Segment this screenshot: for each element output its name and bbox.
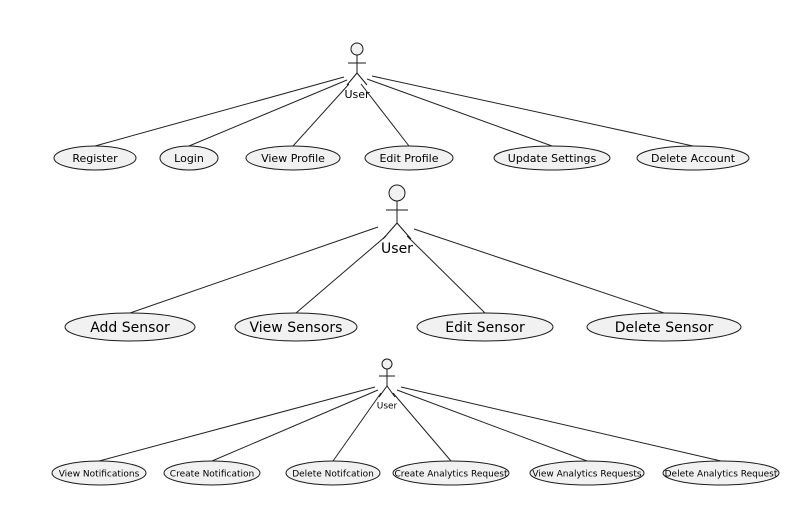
use-case-label: View Notifications: [59, 470, 140, 480]
use-case-ellipse: [245, 145, 341, 171]
use-case-label: Add Sensor: [90, 320, 170, 336]
use-case-label: Edit Profile: [379, 152, 438, 165]
use-case-delete-notifcation: Delete Notifcation: [285, 460, 381, 486]
use-case-delete-sensor: Delete Sensor: [586, 312, 742, 342]
actor-user: User: [381, 184, 413, 257]
use-case-ellipse: [364, 145, 454, 171]
use-case-view-notifications: View Notifications: [51, 460, 147, 486]
use-case-create-notification: Create Notification: [163, 460, 261, 486]
use-case-label: Delete Account: [651, 152, 736, 165]
association-line: [400, 386, 722, 462]
associations: [94, 75, 694, 147]
use-case-ellipse: [586, 312, 742, 342]
use-case-register: Register: [53, 145, 137, 171]
use-case-label: Create Notification: [170, 470, 254, 480]
use-case-login: Login: [159, 145, 219, 171]
actor-head: [381, 358, 393, 370]
use-case-ellipse: [51, 460, 147, 486]
use-case-ellipse: [234, 312, 358, 342]
use-case-ellipse: [64, 312, 196, 342]
association-line: [211, 389, 379, 462]
actor-right-leg: [396, 222, 412, 240]
use-case-edit-profile: Edit Profile: [364, 145, 454, 171]
associations: [98, 386, 722, 462]
use-case-delete-account: Delete Account: [636, 145, 750, 171]
use-case-delete-analytics-request: Delete Analytics Request: [662, 460, 780, 486]
association-line: [413, 228, 665, 314]
association-line: [188, 79, 348, 147]
use-case-label: Delete Analytics Request: [665, 470, 778, 480]
association-line: [406, 235, 486, 314]
use-case-label: Edit Sensor: [445, 320, 525, 336]
association-line: [360, 83, 410, 147]
use-case-view-profile: View Profile: [245, 145, 341, 171]
use-case-ellipse: [159, 145, 219, 171]
use-case-view-sensors: View Sensors: [234, 312, 358, 342]
association-line: [129, 226, 379, 314]
actor-left-leg: [346, 72, 358, 86]
actor-user: User: [344, 42, 370, 101]
use-case-label: Delete Sensor: [615, 320, 714, 336]
use-case-ellipse: [392, 460, 510, 486]
actor-head: [350, 42, 364, 56]
use-case-add-sensor: Add Sensor: [64, 312, 196, 342]
actor-right-leg: [356, 72, 368, 86]
actor-right-leg: [386, 385, 396, 398]
use-case-label: Register: [72, 152, 118, 165]
association-line: [392, 392, 452, 462]
association-line: [295, 235, 387, 314]
use-case-ellipse: [285, 460, 381, 486]
associations: [129, 226, 665, 314]
actor-label: User: [344, 88, 370, 101]
association-line: [371, 75, 694, 147]
association-line: [396, 389, 588, 462]
use-case-label: Login: [174, 152, 204, 165]
association-line: [94, 76, 345, 147]
use-case-ellipse: [163, 460, 261, 486]
association-line: [292, 83, 350, 147]
use-case-ellipse: [636, 145, 750, 171]
use-case-label: Update Settings: [508, 152, 597, 165]
use-case-ellipse: [529, 460, 645, 486]
use-case-edit-sensor: Edit Sensor: [416, 312, 554, 342]
use-case-create-analytics-request: Create Analytics Request: [392, 460, 510, 486]
use-case-label: Delete Notifcation: [292, 470, 374, 480]
use-case-ellipse: [493, 145, 611, 171]
actor-left-leg: [382, 222, 398, 240]
use-case-view-analytics-requests: View Analytics Requests: [529, 460, 645, 486]
use-case-label: View Analytics Requests: [532, 470, 642, 480]
actor-label: User: [377, 402, 398, 412]
use-case-ellipse: [53, 145, 137, 171]
association-line: [98, 386, 376, 462]
use-case-ellipse: [662, 460, 780, 486]
actor-left-leg: [378, 385, 388, 398]
use-case-label: View Profile: [261, 152, 325, 165]
actor-head: [388, 184, 406, 202]
use-case-label: Create Analytics Request: [394, 470, 508, 480]
association-line: [332, 392, 382, 462]
use-case-ellipse: [416, 312, 554, 342]
actor-user: User: [377, 358, 398, 412]
use-case-label: View Sensors: [250, 320, 343, 336]
use-case-update-settings: Update Settings: [493, 145, 611, 171]
association-line: [366, 78, 553, 147]
actor-label: User: [381, 241, 413, 257]
